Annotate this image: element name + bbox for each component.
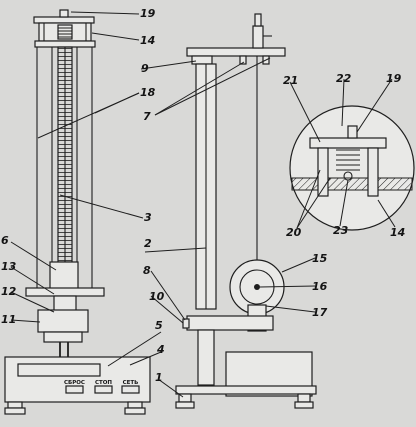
detail-view (289, 105, 415, 231)
counter-display (17, 363, 101, 377)
detail-top-plate (309, 137, 387, 149)
reset-button[interactable] (65, 385, 84, 394)
label-2: 2 (144, 237, 152, 250)
top-flange (34, 40, 96, 48)
right-foot (127, 401, 143, 409)
label-13: 13 (1, 260, 17, 273)
label-9: 9 (141, 62, 149, 75)
top-screw (59, 9, 69, 18)
label-11: 11 (1, 313, 16, 326)
label-15: 15 (312, 252, 328, 265)
network-button-label: СЕТЬ (123, 380, 139, 386)
holder-base (43, 331, 83, 343)
left-instrument: СБРОС СТОП СЕТЬ (4, 9, 151, 415)
network-button[interactable] (121, 385, 140, 394)
detail-base-plate (291, 177, 413, 191)
label-21: 21 (283, 74, 298, 87)
lower-flange (25, 287, 105, 297)
left-foot (7, 401, 23, 409)
label-17: 17 (312, 306, 328, 319)
foot-right (297, 393, 311, 403)
label-22: 22 (336, 72, 352, 85)
label-19-detail: 19 (386, 72, 402, 85)
leader-lines (10, 11, 396, 398)
label-14-detail: 14 (390, 226, 405, 239)
label-3: 3 (144, 211, 152, 224)
label-5: 5 (155, 319, 163, 332)
label-6: 6 (1, 234, 9, 247)
magnet-holder (37, 309, 89, 333)
part-labels: 19 14 18 3 2 9 7 8 10 6 13 12 11 5 4 1 1… (1, 7, 405, 384)
adjust-screw-post (252, 25, 264, 49)
label-12: 12 (1, 285, 17, 298)
right-instrument (175, 13, 317, 409)
label-1: 1 (155, 371, 163, 384)
adjust-knob (254, 13, 262, 27)
label-10: 10 (149, 290, 165, 303)
clamp-screw (182, 318, 190, 329)
base-plate (175, 385, 317, 395)
top-cap-plate (33, 16, 95, 24)
label-8: 8 (143, 264, 151, 277)
stop-button[interactable] (94, 385, 113, 394)
label-4: 4 (156, 343, 165, 356)
glass-tube (36, 47, 93, 290)
label-16: 16 (312, 280, 328, 293)
label-19-top: 19 (140, 7, 156, 20)
label-23: 23 (333, 224, 349, 237)
label-18: 18 (140, 86, 156, 99)
reset-button-label: СБРОС (64, 380, 85, 386)
detail-circle (289, 105, 415, 231)
detail-screw (347, 125, 358, 139)
stop-button-label: СТОП (95, 380, 112, 386)
label-20: 20 (286, 226, 302, 239)
top-bracket (186, 47, 286, 57)
arm-bracket (186, 315, 274, 331)
label-7: 7 (143, 110, 151, 123)
lower-column (197, 329, 215, 386)
detail-spring (336, 149, 360, 171)
disk-axle (254, 284, 260, 290)
label-14-top: 14 (140, 34, 155, 47)
